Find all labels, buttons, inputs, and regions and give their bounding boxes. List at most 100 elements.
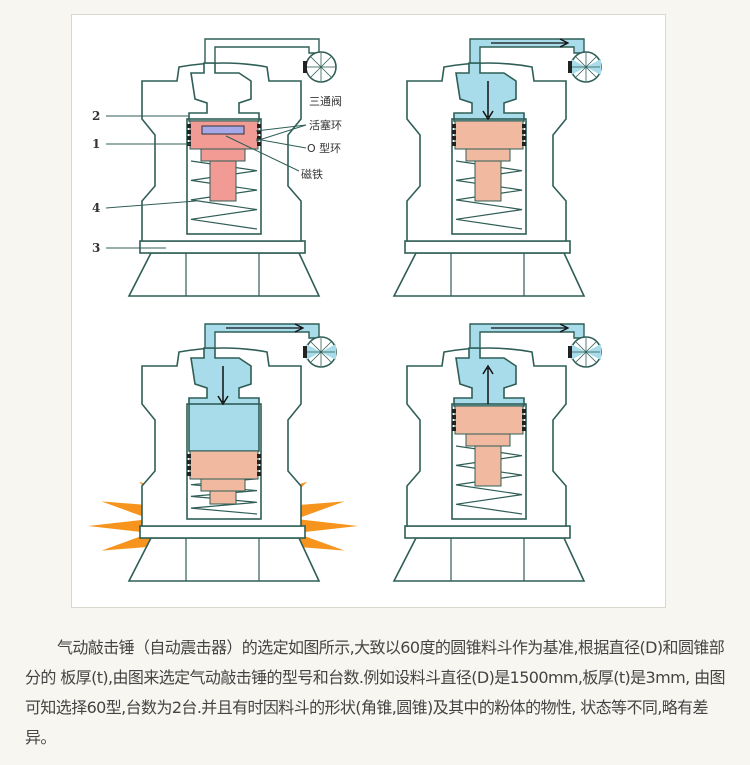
hopper-cone: [127, 252, 321, 297]
valve-spoke: [575, 341, 587, 353]
piston: [189, 120, 259, 150]
o-ring: [522, 130, 526, 134]
panel-standby: [127, 38, 337, 297]
base-plate: [404, 240, 571, 254]
panel-air-intake: [392, 38, 602, 297]
flow-arrow: [226, 323, 305, 333]
o-ring: [187, 130, 191, 134]
diagram-svg: 2 1 4 3 三通阀 活塞环 O 型环 磁铁: [88, 38, 602, 582]
flow-arrow: [491, 38, 570, 48]
valve-port: [303, 346, 307, 358]
panel-impact: [88, 323, 358, 582]
base-plate: [139, 525, 306, 539]
piston-rod: [474, 160, 502, 202]
air-pipe: [204, 38, 320, 64]
flow-arrow: [217, 366, 229, 406]
o-ring: [452, 130, 456, 134]
piston-rod: [200, 478, 246, 492]
valve-spoke: [320, 66, 332, 78]
o-ring: [522, 142, 526, 146]
piston-rod: [465, 148, 511, 162]
o-ring: [522, 136, 526, 140]
base-plate: [139, 240, 306, 254]
valve-spoke: [575, 56, 587, 68]
flow-arrow: [482, 364, 494, 404]
o-ring: [257, 460, 261, 464]
valve-spoke: [585, 341, 597, 353]
o-ring: [257, 142, 261, 146]
o-ring: [187, 460, 191, 464]
label-o-ring: O 型环: [307, 141, 341, 155]
valve-spoke: [310, 351, 322, 363]
valve-spoke: [310, 66, 322, 78]
label-piston-ring: 活塞环: [309, 118, 342, 132]
piston-rod: [209, 490, 237, 505]
cylinder: [451, 403, 527, 520]
part-labels: 2 1 4 3 三通阀 活塞环 O 型环 磁铁: [92, 94, 342, 255]
panel-return: [392, 323, 602, 582]
piston: [454, 405, 524, 435]
o-ring: [257, 454, 261, 458]
label-part-1: 1: [92, 137, 100, 151]
air-pipe: [469, 38, 585, 64]
o-ring: [522, 421, 526, 425]
cylinder: [451, 118, 527, 235]
o-ring: [187, 472, 191, 476]
valve-spoke: [585, 351, 597, 363]
label-part-2: 2: [92, 109, 100, 123]
o-ring: [522, 409, 526, 413]
valve-spoke: [310, 56, 322, 68]
o-ring: [522, 124, 526, 128]
o-ring: [257, 136, 261, 140]
piston-rod: [465, 433, 511, 447]
o-ring: [187, 136, 191, 140]
piston-rod: [474, 445, 502, 487]
valve-spoke: [320, 56, 332, 68]
o-ring: [257, 466, 261, 470]
o-ring: [452, 142, 456, 146]
valve-port: [303, 61, 307, 73]
label-part-4: 4: [92, 201, 100, 215]
hopper-cone: [127, 537, 321, 582]
o-ring: [452, 136, 456, 140]
o-ring: [452, 409, 456, 413]
o-ring: [257, 472, 261, 476]
piston: [454, 120, 524, 150]
valve-spoke: [575, 66, 587, 78]
caption: 气动敲击锤（自动震击器）的选定如图所示,大致以60度的圆锥料斗作为基准,根据直径…: [25, 633, 725, 753]
piston: [189, 450, 259, 480]
hopper-cone: [392, 252, 586, 297]
o-ring: [452, 421, 456, 425]
caption-text: 气动敲击锤（自动震击器）的选定如图所示,大致以60度的圆锥料斗作为基准,根据直径…: [25, 638, 725, 747]
o-ring: [187, 454, 191, 458]
air-pipe: [204, 323, 320, 349]
hammer-working-principle-figure: 2 1 4 3 三通阀 活塞环 O 型环 磁铁: [71, 14, 666, 608]
label-three-way-valve: 三通阀: [309, 94, 342, 108]
cylinder: [186, 118, 262, 235]
o-ring: [452, 415, 456, 419]
valve-spoke: [585, 66, 597, 78]
flow-arrow: [491, 323, 570, 333]
piston-rod: [209, 160, 237, 202]
o-ring: [187, 466, 191, 470]
magnet: [201, 125, 245, 135]
o-ring: [187, 124, 191, 128]
o-ring: [257, 130, 261, 134]
o-ring: [522, 427, 526, 431]
valve-spoke: [320, 351, 332, 363]
valve-spoke: [320, 341, 332, 353]
valve-spoke: [575, 351, 587, 363]
o-ring: [452, 124, 456, 128]
valve-port: [568, 61, 572, 73]
label-part-3: 3: [92, 241, 100, 255]
piston-rod: [200, 148, 246, 162]
o-ring: [522, 415, 526, 419]
o-ring: [257, 124, 261, 128]
valve-port: [568, 346, 572, 358]
hopper-cone: [392, 537, 586, 582]
base-plate: [404, 525, 571, 539]
o-ring: [452, 427, 456, 431]
label-magnet: 磁铁: [301, 168, 323, 181]
air-pipe: [469, 323, 585, 349]
valve-spoke: [585, 56, 597, 68]
